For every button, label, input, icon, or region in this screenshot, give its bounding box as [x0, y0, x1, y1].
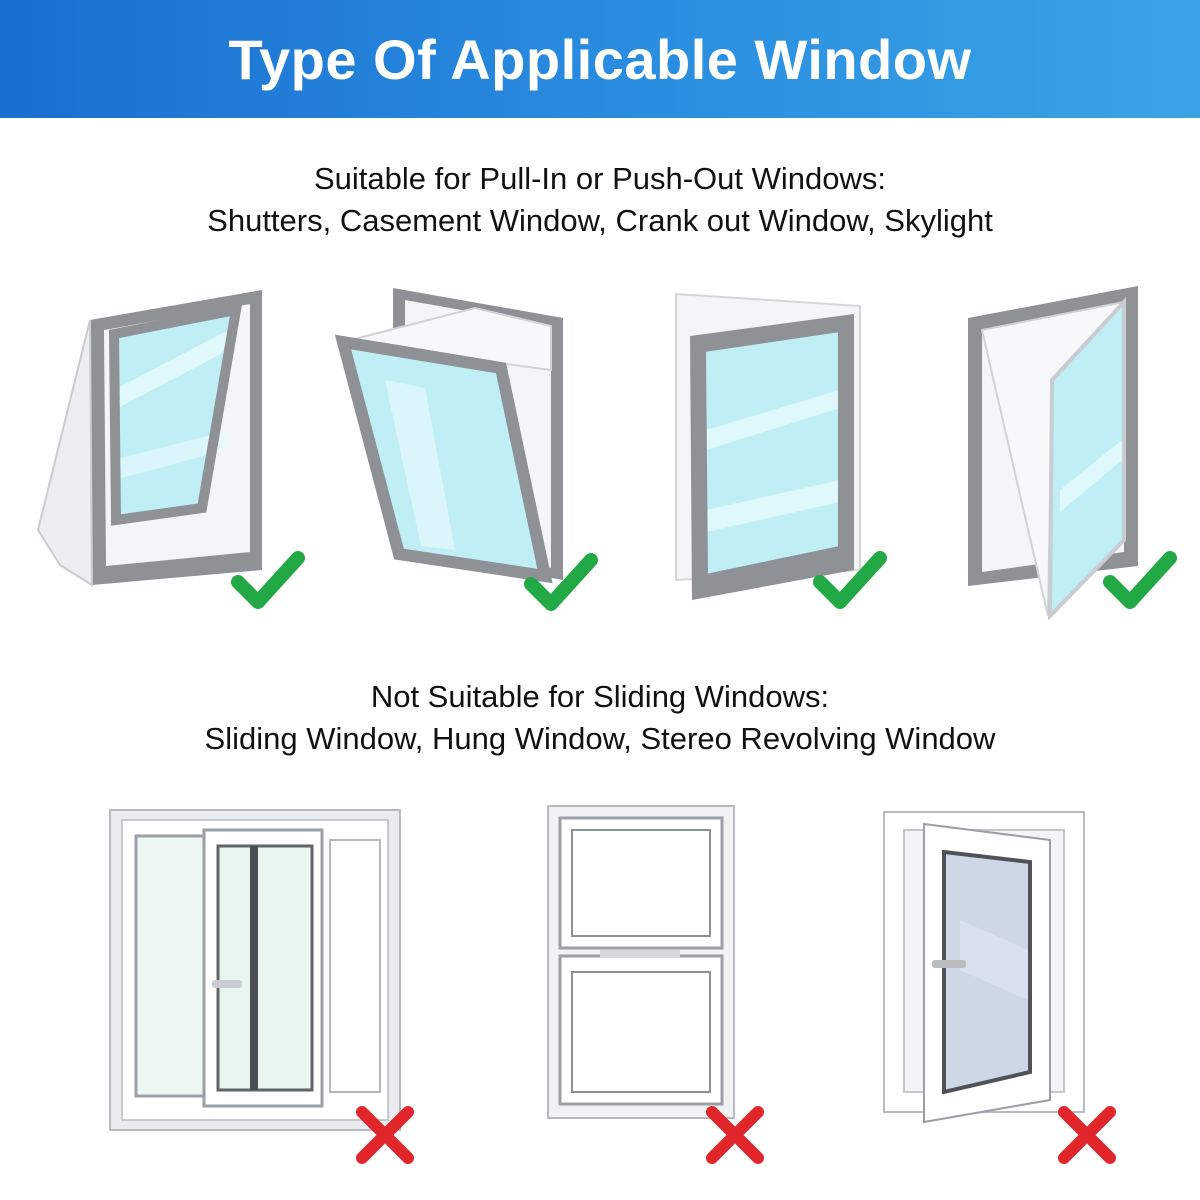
suitable-item-1: [30, 280, 310, 620]
casement-window-icon: [675, 292, 887, 609]
check-icon: [231, 551, 305, 609]
suitable-caption-line1: Suitable for Pull-In or Push-Out Windows…: [313, 161, 887, 196]
check-icon: [524, 553, 598, 611]
check-icon: [1103, 551, 1177, 609]
suitable-item-4: [910, 280, 1190, 620]
suitable-caption-line2: Shutters, Casement Window, Crank out Win…: [207, 203, 993, 238]
sliding-window-icon: [109, 809, 414, 1164]
suitable-item-3: [620, 280, 900, 620]
suitable-item-2: [325, 280, 605, 620]
cross-icon: [356, 1106, 414, 1164]
title-banner: Type Of Applicable Window: [0, 0, 1200, 118]
not-suitable-caption: Not Suitable for Sliding Windows: Slidin…: [0, 676, 1200, 760]
not-suitable-caption-line1: Not Suitable for Sliding Windows:: [370, 679, 830, 714]
not-suitable-caption-line2: Sliding Window, Hung Window, Stereo Revo…: [204, 721, 996, 756]
suitable-caption: Suitable for Pull-In or Push-Out Windows…: [0, 158, 1200, 242]
page-title: Type Of Applicable Window: [228, 27, 972, 91]
not-suitable-item-2: [540, 800, 780, 1170]
cross-icon: [1058, 1106, 1116, 1164]
not-suitable-item-3: [880, 800, 1130, 1170]
tilt-turn-window-icon: [883, 811, 1116, 1164]
side-hung-window-icon: [968, 286, 1177, 620]
hung-window-icon: [547, 805, 764, 1164]
awning-window-icon: [334, 288, 598, 611]
top-hung-window-icon: [36, 290, 305, 609]
not-suitable-item-1: [100, 800, 430, 1170]
check-icon: [813, 551, 887, 609]
cross-icon: [706, 1106, 764, 1164]
